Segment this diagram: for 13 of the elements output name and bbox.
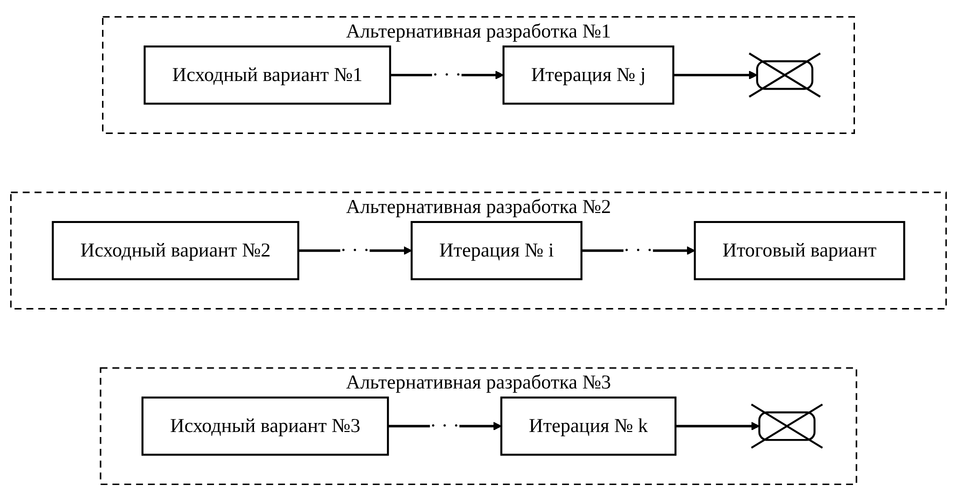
node-box: Исходный вариант №1 xyxy=(144,45,392,105)
edge-label: · · · xyxy=(623,240,653,262)
arrow xyxy=(673,70,758,80)
edge-label: · · · xyxy=(430,415,460,437)
node-box: Исходный вариант №2 xyxy=(52,220,300,280)
edge-label: · · · xyxy=(340,240,370,262)
node-box: Итерация № j xyxy=(502,45,674,105)
arrow xyxy=(675,422,760,430)
node-box: Итерация № k xyxy=(500,396,676,456)
edge-label: · · · xyxy=(432,64,462,86)
node-box: Итерация № i xyxy=(410,220,582,280)
node-box: Итоговый вариант xyxy=(694,220,906,280)
node-box: Исходный вариант №3 xyxy=(141,396,389,456)
